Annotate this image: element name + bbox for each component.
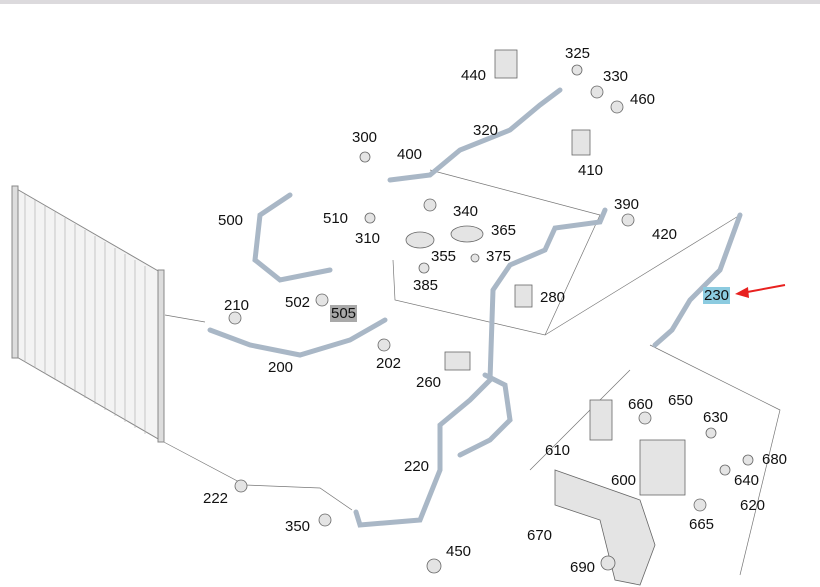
part-440-icon [494, 49, 518, 79]
part-label-670[interactable]: 670 [527, 527, 553, 544]
part-label-440[interactable]: 440 [461, 67, 487, 84]
part-280-icon [514, 284, 533, 308]
part-label-320[interactable]: 320 [473, 122, 499, 139]
part-label-310[interactable]: 310 [355, 230, 381, 247]
part-label-650[interactable]: 650 [668, 392, 694, 409]
part-label-220[interactable]: 220 [404, 458, 430, 475]
part-355-icon [405, 231, 435, 249]
part-label-330[interactable]: 330 [603, 68, 629, 85]
part-label-230-selected[interactable]: 230 [703, 287, 731, 304]
part-label-350[interactable]: 350 [285, 518, 311, 535]
part-label-340[interactable]: 340 [453, 203, 479, 220]
hose-200 [207, 317, 388, 358]
part-label-450[interactable]: 450 [446, 543, 472, 560]
part-610-icon [589, 399, 613, 441]
part-label-680[interactable]: 680 [762, 451, 788, 468]
part-label-502[interactable]: 502 [285, 294, 311, 311]
part-365-icon [450, 225, 484, 243]
components [228, 49, 754, 586]
part-label-375[interactable]: 375 [486, 248, 512, 265]
part-label-500[interactable]: 500 [218, 212, 244, 229]
part-label-460[interactable]: 460 [630, 91, 656, 108]
part-label-505[interactable]: 505 [330, 305, 358, 322]
part-label-690[interactable]: 690 [570, 559, 596, 576]
part-260-icon [444, 351, 471, 371]
part-label-385[interactable]: 385 [413, 277, 439, 294]
part-label-200[interactable]: 200 [268, 359, 294, 376]
part-label-510[interactable]: 510 [323, 210, 349, 227]
part-label-600[interactable]: 600 [611, 472, 637, 489]
hose-220b [457, 372, 513, 458]
part-label-365[interactable]: 365 [491, 222, 517, 239]
part-label-325[interactable]: 325 [565, 45, 591, 62]
part-label-610[interactable]: 610 [545, 442, 571, 459]
part-label-640[interactable]: 640 [734, 472, 760, 489]
part-410-icon [571, 129, 591, 156]
part-label-202[interactable]: 202 [376, 355, 402, 372]
part-label-300[interactable]: 300 [352, 129, 378, 146]
condenser-icon [11, 185, 165, 443]
hose-230 [652, 212, 743, 348]
oil-cooler-icon [639, 439, 686, 496]
selection-arrow-icon [735, 284, 786, 298]
top-bar [0, 0, 820, 4]
part-label-620[interactable]: 620 [740, 497, 766, 514]
bracket-670-icon [554, 469, 656, 586]
part-label-210[interactable]: 210 [224, 297, 250, 314]
part-label-665[interactable]: 665 [689, 516, 715, 533]
part-label-400[interactable]: 400 [397, 146, 423, 163]
part-label-390[interactable]: 390 [614, 196, 640, 213]
part-label-260[interactable]: 260 [416, 374, 442, 391]
part-label-420[interactable]: 420 [652, 226, 678, 243]
hose-320 [387, 87, 563, 183]
hose-500 [252, 192, 333, 283]
part-label-222[interactable]: 222 [203, 490, 229, 507]
part-label-355[interactable]: 355 [431, 248, 457, 265]
part-label-410[interactable]: 410 [578, 162, 604, 179]
part-label-630[interactable]: 630 [703, 409, 729, 426]
hoses [207, 87, 743, 528]
leader-lines [159, 169, 781, 576]
part-label-280[interactable]: 280 [540, 289, 566, 306]
part-label-660[interactable]: 660 [628, 396, 654, 413]
